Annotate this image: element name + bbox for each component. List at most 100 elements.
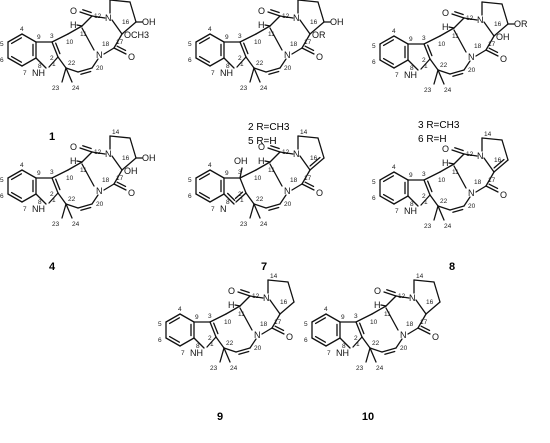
azocine-n: N	[284, 186, 291, 196]
locant-17: 17	[488, 41, 496, 48]
bond	[21, 193, 37, 203]
azocine-n: N	[468, 52, 475, 62]
bond	[7, 169, 23, 179]
locant-24: 24	[260, 85, 268, 92]
bond	[209, 33, 225, 43]
bond	[279, 58, 287, 69]
bond	[463, 17, 478, 21]
diketopiperazine-n: N	[105, 149, 112, 159]
azocine-n: N	[400, 330, 407, 340]
locant-4: 4	[178, 306, 182, 313]
compound-label-6: 6 R=H	[418, 134, 447, 145]
carbonyl-o-12: O	[228, 286, 235, 296]
double-bond	[454, 11, 464, 16]
locant-24: 24	[72, 85, 80, 92]
indole-nh: NH	[336, 348, 349, 358]
locant-8: 8	[226, 199, 230, 206]
bond	[265, 67, 281, 73]
locant-18: 18	[474, 179, 482, 186]
locant-22: 22	[256, 60, 264, 67]
locant-17: 17	[488, 177, 496, 184]
locant-9: 9	[409, 36, 413, 43]
bond	[209, 57, 225, 67]
locant-7: 7	[211, 70, 215, 77]
bond	[407, 327, 419, 335]
bond	[65, 67, 73, 83]
double-bond	[452, 208, 464, 213]
locant-24: 24	[230, 365, 238, 372]
locant-17: 17	[116, 39, 124, 46]
compound-label-2: 2 R=CH3	[248, 122, 290, 133]
bond	[448, 162, 455, 165]
locant-9: 9	[341, 314, 345, 321]
bond	[291, 183, 303, 191]
bond	[51, 33, 69, 43]
locant-17: 17	[304, 39, 312, 46]
bond	[237, 291, 251, 297]
bond	[253, 67, 267, 73]
bond	[264, 24, 271, 27]
locant-18: 18	[102, 41, 110, 48]
bond	[423, 179, 431, 196]
locant-1: 1	[424, 63, 428, 70]
bond	[301, 33, 311, 49]
compound-label-3: 3 R=CH3	[418, 120, 460, 131]
carbonyl-o-12: O	[258, 142, 265, 152]
bond	[195, 193, 211, 203]
bond	[264, 160, 271, 163]
indole-nh: NH	[404, 206, 417, 216]
double-bond	[382, 57, 395, 65]
double-bond	[234, 191, 244, 200]
locant-9: 9	[409, 172, 413, 179]
locant-14: 14	[300, 129, 308, 136]
locant-3: 3	[354, 313, 358, 320]
bond	[236, 56, 247, 68]
bond	[195, 169, 211, 179]
bond	[317, 1, 325, 23]
double-bond	[10, 55, 23, 63]
double-bond	[243, 42, 249, 55]
double-bond	[420, 325, 431, 332]
double-bond	[198, 173, 211, 181]
bond	[209, 313, 227, 323]
carbonyl-o-12: O	[70, 142, 77, 152]
locant-1: 1	[240, 197, 244, 204]
h-11: H	[70, 156, 77, 166]
locant-22: 22	[372, 340, 380, 347]
bond	[79, 11, 93, 17]
bond	[417, 327, 431, 335]
bond	[21, 33, 37, 43]
locant-4: 4	[20, 162, 24, 169]
locant-7: 7	[395, 72, 399, 79]
locant-2: 2	[422, 57, 426, 64]
double-bond	[314, 317, 327, 325]
locant-3: 3	[422, 35, 426, 42]
bond	[239, 177, 247, 194]
bond	[249, 295, 264, 299]
bond	[265, 203, 281, 209]
locant-16: 16	[310, 19, 318, 26]
bond	[239, 307, 253, 331]
bond	[501, 3, 509, 25]
bond	[325, 313, 341, 323]
indole-nh: NH	[32, 204, 45, 214]
bond	[481, 137, 503, 141]
bond	[223, 347, 237, 353]
carbonyl-o-18: O	[128, 188, 135, 198]
bond	[165, 313, 181, 323]
bond	[239, 33, 257, 43]
double-bond	[382, 39, 395, 47]
bond	[249, 67, 255, 83]
bond	[393, 195, 409, 205]
locant-20: 20	[96, 65, 104, 72]
bond	[235, 192, 247, 203]
locant-7: 7	[327, 350, 331, 357]
bond	[261, 327, 273, 335]
locant-23: 23	[210, 365, 218, 372]
bond	[113, 169, 123, 185]
locant-10: 10	[370, 319, 378, 326]
bond	[493, 23, 509, 37]
double-bond	[55, 178, 61, 191]
